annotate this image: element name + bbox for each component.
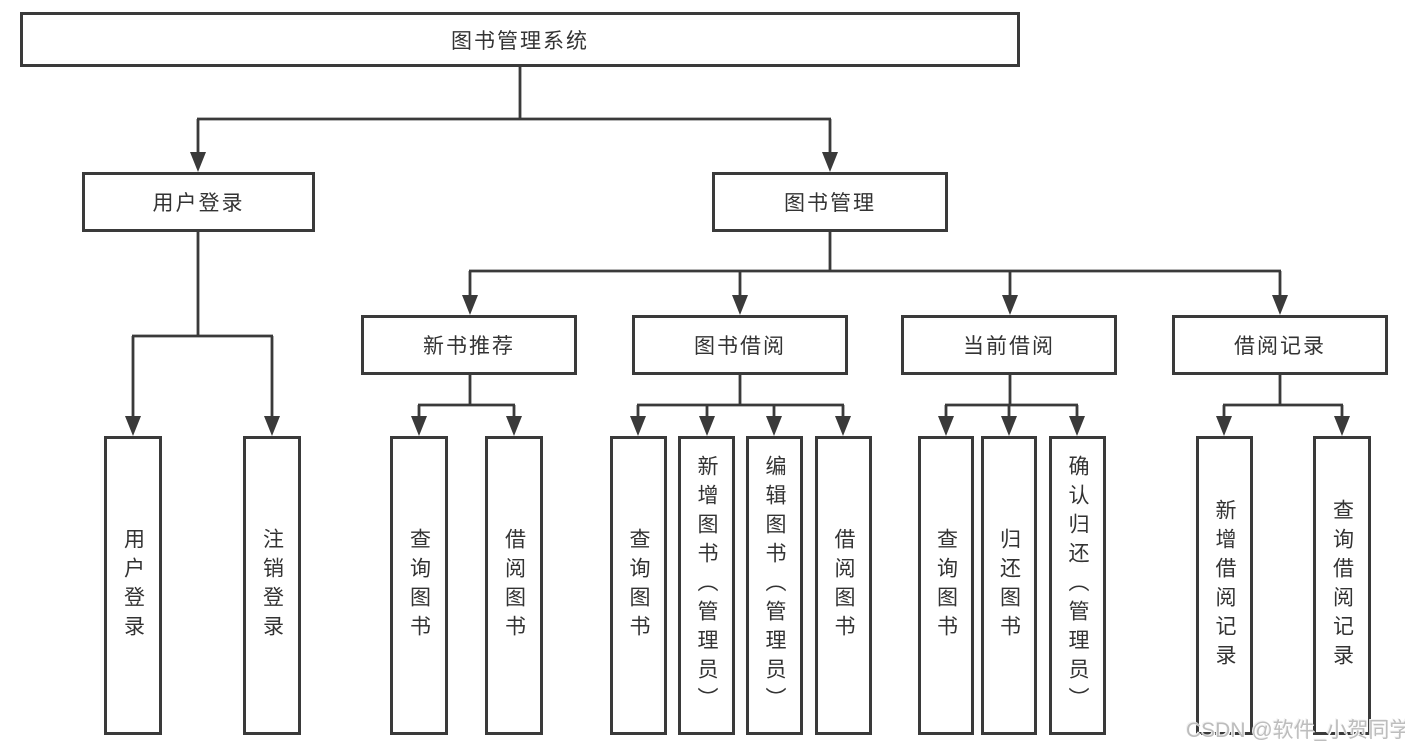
arrowhead [938,416,954,436]
arrowhead [822,152,838,172]
connector-current-borrow-children [944,375,1079,424]
connector-borrow-records-children [1222,375,1344,424]
watermark: CSDN @软件_小贺同学 [1186,719,1405,742]
arrowhead [1069,416,1085,436]
arrowhead [506,416,522,436]
leaf-add-books-admin-label: 新增图书（管理员） [695,455,718,716]
arrowhead [411,416,427,436]
leaf-query-books-current: 查询图书 [918,436,974,735]
arrowhead [125,416,141,436]
node-book-management: 图书管理 [712,172,948,232]
arrowhead [462,295,478,315]
leaf-query-books-recommend-label: 查询图书 [407,527,431,644]
leaf-logout-label: 注销登录 [260,527,284,644]
leaf-confirm-return-admin: 确认归还（管理员） [1049,436,1106,735]
node-borrowing-records-label: 借阅记录 [1234,335,1326,358]
node-new-book-recommendation: 新书推荐 [361,315,577,375]
leaf-return-books-label: 归还图书 [997,527,1021,644]
leaf-edit-books-admin: 编辑图书（管理员） [746,436,803,735]
connector-new-book-children [417,375,516,424]
leaf-borrow-books-label: 借阅图书 [832,527,855,644]
connector-root-to-level2 [196,67,832,160]
node-library-system: 图书管理系统 [20,12,1020,67]
leaf-user-login: 用户登录 [104,436,162,735]
leaf-confirm-return-admin-label: 确认归还（管理员） [1066,455,1089,716]
leaf-add-borrow-record-label: 新增借阅记录 [1213,498,1236,673]
leaf-borrow-books: 借阅图书 [815,436,872,735]
node-book-management-label: 图书管理 [784,192,876,215]
connector-book-borrow-children [636,375,845,424]
arrowhead [766,416,782,436]
arrowhead [1216,416,1232,436]
leaf-add-books-admin: 新增图书（管理员） [678,436,735,735]
node-current-borrowing-label: 当前借阅 [963,335,1055,358]
node-library-system-label: 图书管理系统 [451,29,589,53]
leaf-query-borrow-record-label: 查询借阅记录 [1330,498,1354,673]
node-user-login: 用户登录 [82,172,315,232]
arrowhead [1334,416,1350,436]
arrowhead [835,416,851,436]
arrowhead [699,416,715,436]
leaf-query-books-recommend: 查询图书 [390,436,448,735]
leaf-query-books-current-label: 查询图书 [934,527,958,644]
leaf-add-borrow-record: 新增借阅记录 [1196,436,1253,735]
leaf-query-books-borrow-label: 查询图书 [627,527,650,644]
leaf-borrow-books-recommend: 借阅图书 [485,436,543,735]
arrowhead [264,416,280,436]
node-user-login-label: 用户登录 [152,192,245,215]
connector-book-management-children [468,232,1282,303]
node-book-borrowing-label: 图书借阅 [694,335,786,358]
leaf-borrow-books-recommend-label: 借阅图书 [502,527,526,644]
arrowhead [1272,295,1288,315]
node-current-borrowing: 当前借阅 [901,315,1117,375]
leaf-edit-books-admin-label: 编辑图书（管理员） [763,455,786,716]
arrowhead [1001,416,1017,436]
leaf-logout: 注销登录 [243,436,301,735]
leaf-query-books-borrow: 查询图书 [610,436,667,735]
node-new-book-recommendation-label: 新书推荐 [423,335,515,358]
leaf-user-login-label: 用户登录 [121,527,145,644]
leaf-return-books: 归还图书 [981,436,1037,735]
node-borrowing-records: 借阅记录 [1172,315,1388,375]
node-book-borrowing: 图书借阅 [632,315,848,375]
arrowhead [190,152,206,172]
arrowhead [630,416,646,436]
connector-user-login-children [131,232,274,424]
arrowhead [732,295,748,315]
leaf-query-borrow-record: 查询借阅记录 [1313,436,1371,735]
arrowhead [1002,295,1018,315]
